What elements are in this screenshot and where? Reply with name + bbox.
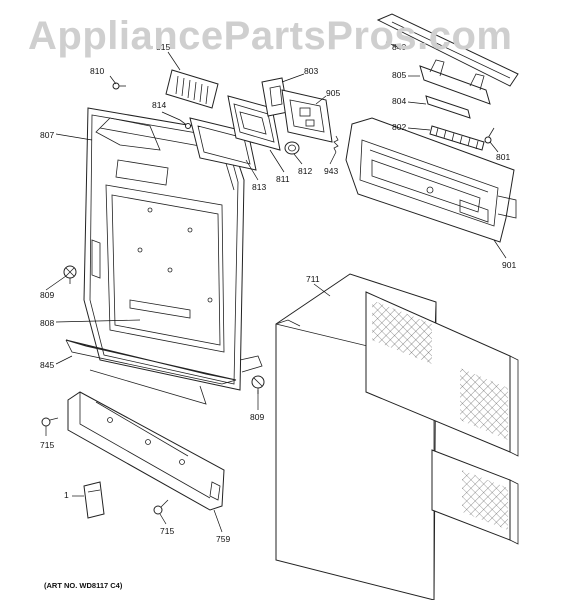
screw bbox=[41, 417, 59, 427]
callout-813: 813 bbox=[252, 182, 266, 192]
callout-811: 811 bbox=[276, 174, 290, 184]
handle-bracket bbox=[419, 59, 491, 105]
callout-805: 805 bbox=[392, 70, 406, 80]
callout-901: 901 bbox=[502, 260, 516, 270]
callout-840: 840 bbox=[392, 42, 406, 52]
art-number: (ART NO. WD8117 C4) bbox=[44, 581, 123, 590]
callout-labels: 810 815 803 905 840 805 804 802 801 814 … bbox=[40, 42, 516, 544]
door-foot bbox=[63, 265, 77, 284]
handle-support bbox=[425, 95, 471, 119]
screw bbox=[112, 82, 126, 90]
callout-801: 801 bbox=[496, 152, 510, 162]
callout-809-right: 809 bbox=[250, 412, 264, 422]
handle-top-bar bbox=[376, 13, 519, 87]
callout-812: 812 bbox=[298, 166, 312, 176]
control-board bbox=[281, 89, 333, 143]
switch-strip bbox=[429, 125, 485, 151]
callout-804: 804 bbox=[392, 96, 406, 106]
spring bbox=[333, 135, 339, 153]
callout-943: 943 bbox=[324, 166, 338, 176]
callout-808: 808 bbox=[40, 318, 54, 328]
callout-759: 759 bbox=[216, 534, 230, 544]
screw bbox=[153, 499, 169, 515]
screw bbox=[179, 119, 191, 129]
callout-814: 814 bbox=[152, 100, 166, 110]
door-bottom-channel bbox=[65, 339, 237, 385]
vent-grille bbox=[165, 69, 219, 109]
callout-809-left: 809 bbox=[40, 290, 54, 300]
callout-815: 815 bbox=[156, 42, 170, 52]
control-console bbox=[345, 117, 517, 243]
callout-807: 807 bbox=[40, 130, 54, 140]
callout-1: 1 bbox=[64, 490, 69, 500]
callout-802: 802 bbox=[392, 122, 406, 132]
leader-lines bbox=[45, 41, 507, 533]
callout-715-left: 715 bbox=[40, 440, 54, 450]
callout-715-right: 715 bbox=[160, 526, 174, 536]
toe-kick-panel bbox=[67, 369, 225, 511]
callout-905: 905 bbox=[326, 88, 340, 98]
door-inner-frame bbox=[83, 107, 263, 391]
callout-845: 845 bbox=[40, 360, 54, 370]
screw bbox=[484, 127, 495, 144]
insulation-panel-upper bbox=[365, 291, 519, 457]
literature-bag bbox=[83, 481, 105, 519]
callout-803: 803 bbox=[304, 66, 318, 76]
callout-711: 711 bbox=[306, 274, 320, 284]
knob bbox=[284, 141, 300, 155]
callout-810: 810 bbox=[90, 66, 104, 76]
insulation-panel-lower bbox=[431, 449, 519, 545]
